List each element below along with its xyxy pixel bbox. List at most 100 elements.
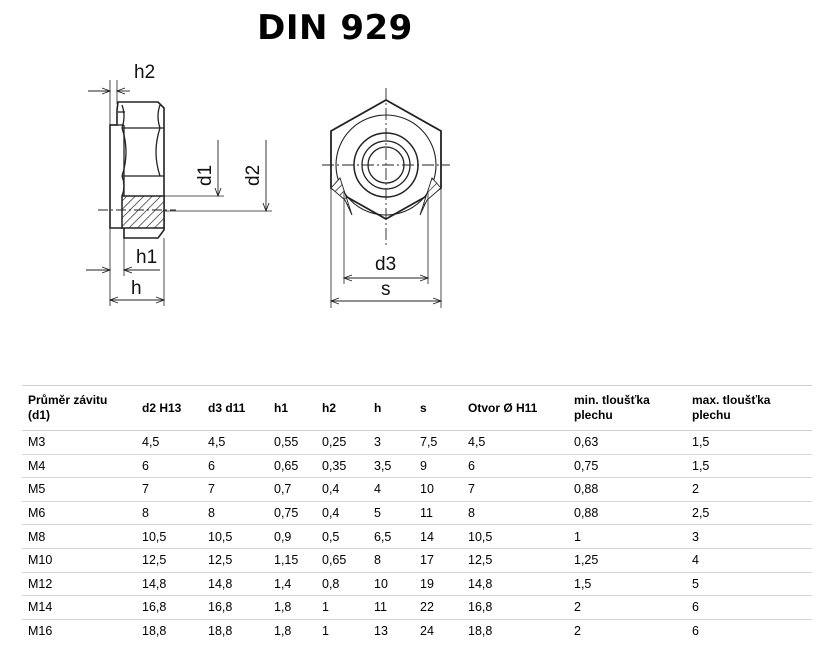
table-cell: 3: [686, 524, 812, 549]
table-cell: 0,75: [568, 454, 686, 479]
header-d3: d3 d11: [202, 385, 268, 431]
table-cell: 0,9: [268, 524, 316, 549]
table-cell: 18,8: [208, 624, 233, 639]
dimension-table: Průměr závitu (d1) d2 H13 d3 d11 h1 h2 h…: [22, 385, 812, 642]
table-cell: 4,5: [202, 430, 268, 455]
table-cell: 0,4: [316, 477, 368, 502]
table-cell: 6: [202, 454, 268, 479]
header-max-thickness: max. tloušťka plechu: [686, 385, 812, 431]
table-cell: 6: [692, 624, 699, 639]
table-cell: 17: [414, 548, 462, 573]
table-cell: 18,8: [142, 624, 167, 639]
header-h2: h2: [316, 385, 368, 431]
table-cell: 4,5: [462, 430, 568, 455]
table-cell: 2: [686, 477, 812, 502]
table-cell: 3,5: [368, 454, 414, 479]
table-cell: M8: [22, 524, 136, 549]
table-cell: 12,5: [202, 548, 268, 573]
front-view: [322, 88, 450, 308]
table-cell: M12: [22, 572, 136, 597]
table-cell: M10: [22, 548, 136, 573]
table-cell: 0,7: [268, 477, 316, 502]
table-cell: 4: [368, 477, 414, 502]
table-cell: 14: [414, 524, 462, 549]
table-cell: 4: [686, 548, 812, 573]
table-cell: 7: [202, 477, 268, 502]
table-cell: 14,8: [462, 572, 568, 597]
header-hole: Otvor Ø H11: [462, 385, 568, 431]
table-cell: 1,5: [686, 430, 812, 455]
table-cell: M6: [22, 501, 136, 526]
table-cell: 18,8: [468, 624, 493, 639]
table-cell: 5: [686, 572, 812, 597]
page-title: DIN 929: [257, 8, 413, 48]
header-h1: h1: [268, 385, 316, 431]
table-cell: 2: [574, 624, 581, 639]
table-cell: 10,5: [202, 524, 268, 549]
header-h: h: [368, 385, 414, 431]
table-cell: 1: [322, 624, 329, 639]
table-cell: 2: [568, 595, 686, 620]
label-d1: d1: [195, 165, 216, 186]
table-cell: 1,8: [274, 624, 292, 639]
table-cell: 0,88: [568, 477, 686, 502]
table-cell: 6: [686, 595, 812, 620]
table-cell: 1: [316, 595, 368, 620]
table-cell: 6: [462, 454, 568, 479]
technical-drawing: h2 d1 d2 h1 h d3 s: [86, 62, 450, 308]
table-cell: 14,8: [136, 572, 202, 597]
table-cell: 10,5: [136, 524, 202, 549]
table-cell: 1,4: [268, 572, 316, 597]
table-cell: M5: [22, 477, 136, 502]
table-cell: 12,5: [136, 548, 202, 573]
table-cell: 14,8: [202, 572, 268, 597]
table-cell: 1,5: [686, 454, 812, 479]
table-cell: 0,5: [316, 524, 368, 549]
table-cell: 16,8: [136, 595, 202, 620]
table-cell: 10: [414, 477, 462, 502]
table-cell: 7: [462, 477, 568, 502]
table-cell: M16: [28, 624, 53, 639]
table-cell: 0,55: [268, 430, 316, 455]
label-d3: d3: [375, 254, 396, 275]
table-cell: 8: [136, 501, 202, 526]
table-cell: 1,15: [268, 548, 316, 573]
table-cell: 11: [368, 595, 414, 620]
header-thread-diameter: Průměr závitu (d1): [22, 385, 136, 431]
side-view: [86, 80, 272, 306]
table-cell: 1,25: [568, 548, 686, 573]
table-cell: 0,35: [316, 454, 368, 479]
header-s: s: [414, 385, 462, 431]
table-cell: 1: [568, 524, 686, 549]
table-cell: 0,65: [268, 454, 316, 479]
table-cell: 16,8: [462, 595, 568, 620]
table-cell: 4,5: [136, 430, 202, 455]
table-cell: 8: [202, 501, 268, 526]
table-cell: 13: [374, 624, 388, 639]
label-h: h: [131, 278, 142, 299]
table-cell: 0,8: [316, 572, 368, 597]
table-cell: 1,5: [568, 572, 686, 597]
table-cell: M14: [22, 595, 136, 620]
table-cell: 0,75: [268, 501, 316, 526]
table-cell: 0,65: [316, 548, 368, 573]
table-cell: 3: [368, 430, 414, 455]
table-cell: 8: [368, 548, 414, 573]
table-cell: 6: [136, 454, 202, 479]
table-cell: 7: [136, 477, 202, 502]
label-h1: h1: [136, 247, 157, 268]
table-cell: 0,63: [568, 430, 686, 455]
table-cell: M3: [22, 430, 136, 455]
table-cell: 10,5: [462, 524, 568, 549]
table-cell: 6,5: [368, 524, 414, 549]
header-d2: d2 H13: [136, 385, 202, 431]
table-cell: 22: [414, 595, 462, 620]
table-cell: 2,5: [686, 501, 812, 526]
